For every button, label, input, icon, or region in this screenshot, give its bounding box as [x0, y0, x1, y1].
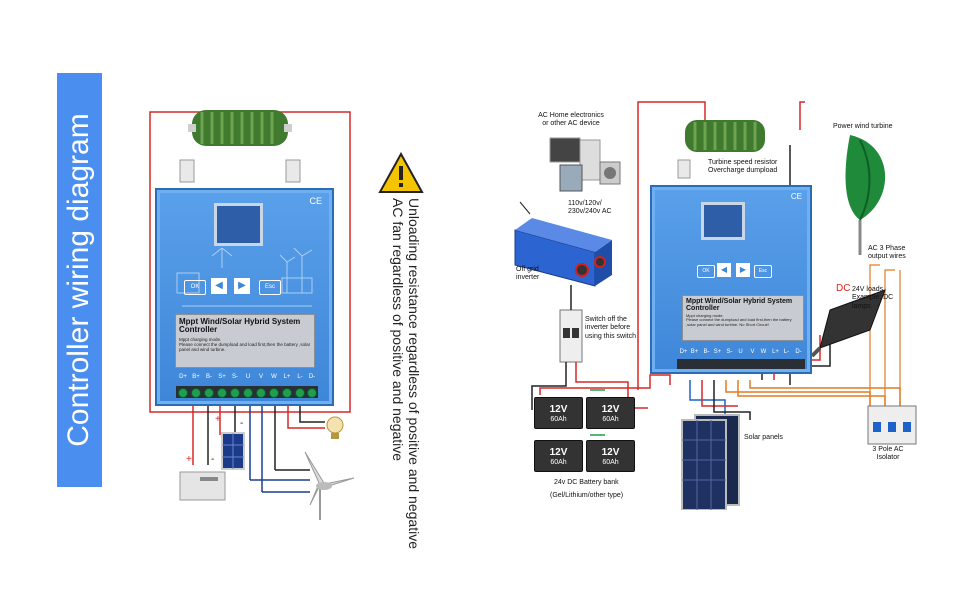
product-title: Mppt Wind/Solar Hybrid System Controller	[179, 317, 301, 335]
solar-panel-icon	[221, 432, 245, 470]
terminal-label: V	[258, 374, 263, 380]
battery-bank-label: 24v DC Battery bank	[554, 479, 619, 486]
warning-text-2: AC fan regardless of positive and negati…	[390, 198, 406, 462]
terminal-label: V	[750, 349, 755, 355]
esc-button[interactable]: Esc	[754, 265, 772, 278]
terminal	[243, 388, 253, 398]
esc-button[interactable]: Esc	[259, 280, 281, 295]
polarity-plus: +	[186, 454, 192, 465]
ok-button[interactable]: OK	[697, 265, 715, 278]
ac-home-label: AC Home electronics or other AC device	[538, 112, 604, 128]
terminal-label: D+	[679, 349, 688, 355]
terminal-label: D+	[179, 374, 187, 380]
terminal-label: U	[738, 349, 743, 355]
terminal-label: L+	[283, 374, 291, 380]
terminal	[204, 388, 214, 398]
controller-right: CE OK ◀ ▶ Esc Mppt Wind/Solar Hybrid Sys…	[650, 185, 812, 374]
instruction-text: Please connect the dumpload and load fir…	[686, 317, 792, 327]
terminal	[282, 388, 292, 398]
terminal-label: S+	[218, 374, 226, 380]
polarity-minus: -	[211, 454, 215, 465]
terminal	[269, 388, 279, 398]
lcd-screen	[701, 202, 745, 240]
terminal	[307, 388, 317, 398]
battery-bank-type: (Gel/Lithium/other type)	[550, 492, 624, 499]
dumpload-resistor-icon	[179, 110, 301, 183]
terminal-label: S+	[713, 349, 722, 355]
product-label-card: Mppt Wind/Solar Hybrid System Controller…	[175, 314, 315, 368]
mode-text: Mppt charging mode.	[179, 336, 222, 342]
terminal	[178, 388, 188, 398]
solar-panels-icon	[681, 414, 740, 510]
vertical-wind-turbine-icon	[845, 135, 886, 255]
terminal	[295, 388, 305, 398]
home-appliances-icon	[549, 137, 621, 192]
dc-loads-label: 24V loads Example: DC lamps	[852, 286, 894, 310]
light-bulb-icon	[326, 416, 344, 439]
isolator-label: 3 Pole AC Isolator	[872, 446, 904, 462]
scenery-outline	[176, 248, 313, 307]
inverter-label: Off grid inverter	[516, 266, 540, 282]
left-arrow-button[interactable]: ◀	[211, 278, 227, 294]
warning-icon	[378, 152, 424, 193]
title-panel: Controller wiring diagram	[57, 73, 102, 487]
product-title: Mppt Wind/Solar Hybrid System Controller	[686, 298, 793, 313]
charger-icon	[179, 471, 226, 501]
resistor-label: Turbine speed resistor Overcharge dumplo…	[708, 159, 778, 175]
lcd-screen	[214, 203, 263, 246]
terminal-label: L-	[297, 374, 303, 380]
dc-breaker-icon	[559, 309, 583, 363]
ac-voltage-label: 110v/120v/ 230v/240v AC	[568, 200, 612, 216]
product-label-card: Mppt Wind/Solar Hybrid System Controller…	[682, 295, 804, 341]
ce-mark: CE	[309, 196, 322, 206]
street-lamp-icon	[810, 289, 886, 358]
solar-panels-label: Solar panels	[744, 434, 783, 441]
ac-isolator-icon	[867, 405, 917, 445]
terminal-label: S-	[232, 374, 238, 380]
dc-prefix: DC	[836, 283, 851, 294]
terminal-label: U	[245, 374, 251, 380]
controller-left: CE OK ◀ ▶ Esc Mppt Wind/Solar Hybrid Sys…	[155, 188, 334, 406]
ok-button[interactable]: OK	[184, 280, 206, 295]
warning-text-1: Unloading resistance regardless of posit…	[406, 198, 422, 549]
terminal-label: D-	[795, 349, 802, 355]
inverter-icon	[514, 201, 612, 287]
terminal-label: B+	[192, 374, 200, 380]
terminal-strip	[176, 386, 318, 398]
terminal-label: W	[760, 349, 767, 355]
polarity-minus: -	[240, 418, 244, 429]
terminal-strip	[677, 359, 805, 369]
right-arrow-button[interactable]: ▶	[736, 263, 750, 277]
left-wiring	[149, 110, 355, 520]
terminal	[230, 388, 240, 398]
right-arrow-button[interactable]: ▶	[234, 278, 250, 294]
terminal	[217, 388, 227, 398]
terminal-label: L-	[783, 349, 790, 355]
diagram-title: Controller wiring diagram	[62, 113, 95, 447]
terminal-label: S-	[726, 349, 733, 355]
wind-turbine-icon	[304, 451, 355, 520]
terminal-label: L+	[772, 349, 779, 355]
dumpload-resistor-icon	[677, 120, 765, 179]
wind-turbine-label: Power wind turbine	[833, 123, 893, 130]
ac3-label: AC 3 Phase output wires	[868, 245, 906, 261]
terminal	[256, 388, 266, 398]
terminal-label: B-	[703, 349, 710, 355]
terminal-label: B-	[206, 374, 212, 380]
instruction-text: Please connect the dumpload and load fir…	[179, 341, 311, 353]
switch-note: Switch off the inverter before using thi…	[585, 316, 636, 340]
left-arrow-button[interactable]: ◀	[717, 263, 731, 277]
polarity-plus: +	[215, 414, 221, 425]
terminal	[191, 388, 201, 398]
terminal-label: D-	[308, 374, 316, 380]
terminal-label: B+	[690, 349, 699, 355]
ce-mark: CE	[790, 192, 802, 201]
terminal-label: W	[271, 374, 277, 380]
mode-text: Mppt charging mode.	[686, 312, 724, 318]
